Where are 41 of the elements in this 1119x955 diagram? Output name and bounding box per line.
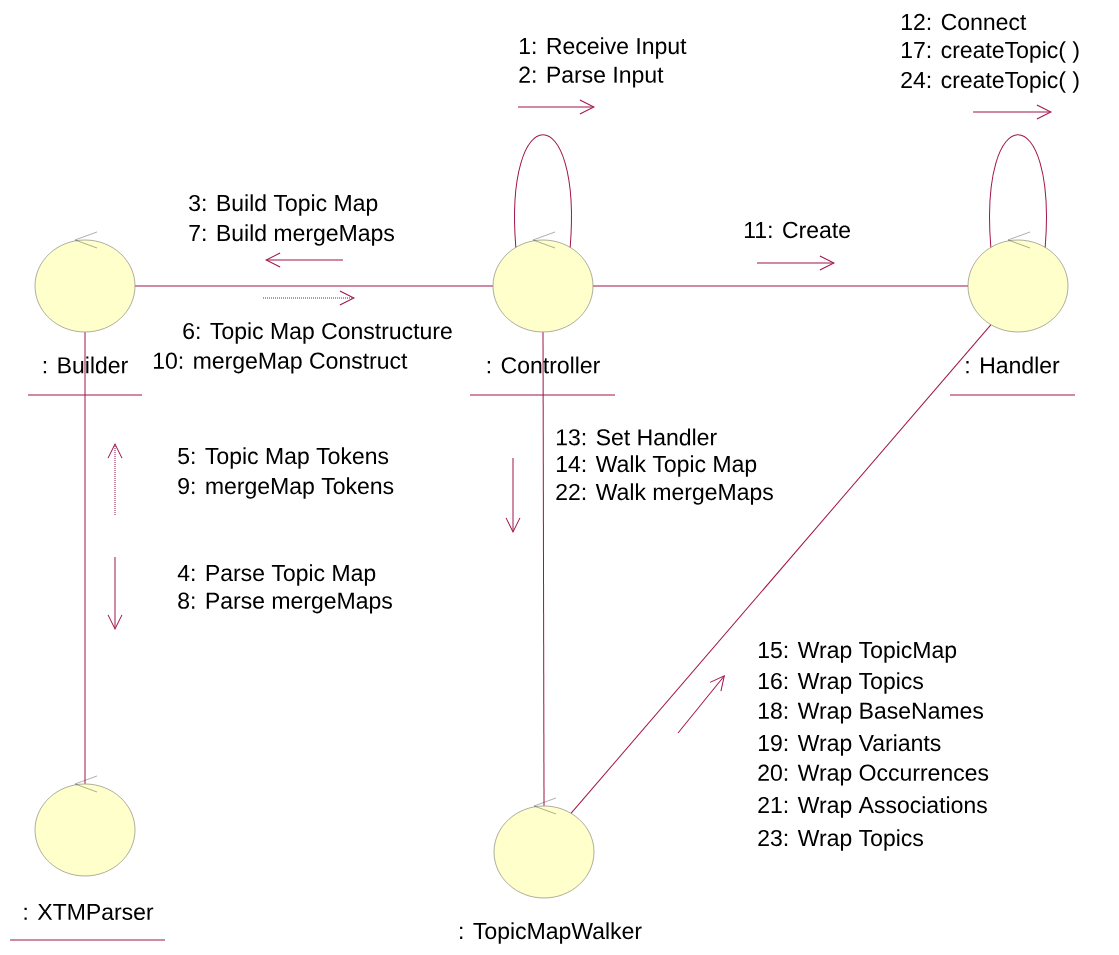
message-label: 4: Parse Topic Map (177, 564, 376, 586)
message-label: 13: Set Handler (556, 428, 717, 446)
message-label: 18: Wrap BaseNames (758, 702, 984, 724)
control-object: : Handler (949, 231, 1076, 396)
message-label: 14: Walk Topic Map (556, 455, 757, 477)
link-line (542, 331, 545, 807)
message-label: 19: Wrap Variants (758, 734, 941, 756)
control-object: : TopicMapWalker (460, 797, 642, 944)
message-label: 6: Topic Map Constructure (183, 322, 452, 344)
message-label: 7: Build mergeMaps (189, 224, 394, 246)
message-label: 22: Walk mergeMaps (556, 483, 773, 505)
link-line (989, 134, 1047, 248)
message-label: 17: createTopic( ) (901, 41, 1079, 63)
link-line (514, 134, 572, 248)
node-label: : Controller (487, 356, 600, 374)
link-line (84, 331, 86, 785)
message-label: 15: Wrap TopicMap (758, 641, 957, 663)
control-object: : Controller (469, 231, 616, 396)
control-object: : Builder (27, 231, 143, 396)
message-label: 10: mergeMap Construct (153, 352, 408, 374)
node-label: : Builder (43, 356, 128, 374)
control-object: : XTMParser (9, 775, 166, 941)
message-label: 8: Parse mergeMaps (178, 592, 392, 614)
message-label: 9: mergeMap Tokens (178, 477, 394, 499)
message-label: 24: createTopic( ) (901, 71, 1079, 93)
message-label: 23: Wrap Topics (758, 829, 923, 851)
link-line (570, 324, 992, 814)
link-line (134, 285, 494, 287)
message-label: 21: Wrap Associations (758, 796, 987, 818)
node-label: : Handler (966, 356, 1060, 374)
message-label: 1: Receive Input (519, 37, 687, 59)
message-label: 11: Create (744, 221, 850, 239)
message-label: 5: Topic Map Tokens (178, 447, 389, 469)
message-label: 12: Connect (901, 13, 1027, 31)
message-label: 2: Parse Input (519, 66, 664, 88)
link-line (592, 285, 969, 287)
node-label: : XTMParser (24, 903, 154, 921)
node-label: : TopicMapWalker (460, 922, 642, 944)
message-label: 20: Wrap Occurrences (758, 764, 989, 786)
message-label: 16: Wrap Topics (758, 672, 923, 694)
message-label: 3: Build Topic Map (189, 194, 378, 216)
